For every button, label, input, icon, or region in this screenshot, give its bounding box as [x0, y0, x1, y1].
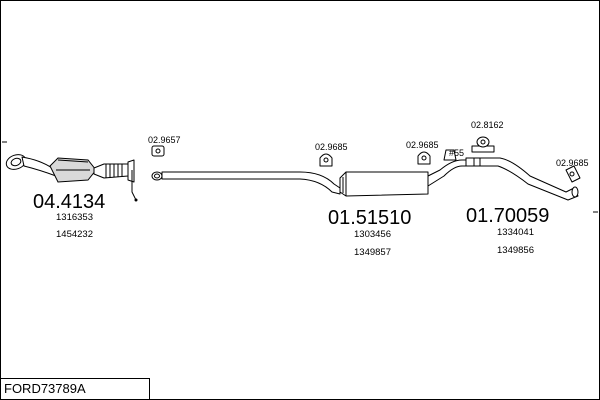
- hanger-1: 02.9657: [148, 135, 181, 157]
- hanger-2: 02.9685: [315, 142, 348, 167]
- part-ref: 1349856: [497, 245, 534, 256]
- part-label-centre: 01.51510 1303456 1349857: [328, 207, 411, 258]
- part-ref: 1316353: [56, 212, 93, 223]
- front-pipe-catalyst: [5, 154, 138, 202]
- hanger-label: 02.8162: [471, 120, 504, 130]
- hanger-3: 02.9685: [406, 140, 439, 165]
- part-label-rear: 01.70059 1334041 1349856: [466, 205, 549, 256]
- centre-muffler: [339, 159, 467, 197]
- part-ref: 1454232: [56, 229, 93, 240]
- part-number: 01.51510: [328, 207, 411, 229]
- clamp-label: #55: [449, 148, 464, 158]
- rear-silencer: [465, 157, 579, 201]
- part-number: 01.70059: [466, 205, 549, 227]
- clamp: #55: [443, 148, 464, 161]
- centre-pipe: [151, 171, 341, 195]
- hanger-5: 02.9685: [556, 158, 589, 183]
- hanger-label: 02.9685: [406, 140, 439, 150]
- hanger-4: 02.8162: [471, 120, 504, 153]
- model-code: FORD73789A: [0, 378, 150, 399]
- part-label-front: 04.4134 1316353 1454232: [33, 191, 105, 240]
- hanger-label: 02.9685: [556, 158, 589, 168]
- part-ref: 1303456: [354, 229, 391, 240]
- part-ref: 1349857: [354, 247, 391, 258]
- hanger-label: 02.9657: [148, 135, 181, 145]
- part-ref: 1334041: [497, 227, 534, 238]
- part-number: 04.4134: [33, 191, 105, 213]
- hanger-label: 02.9685: [315, 142, 348, 152]
